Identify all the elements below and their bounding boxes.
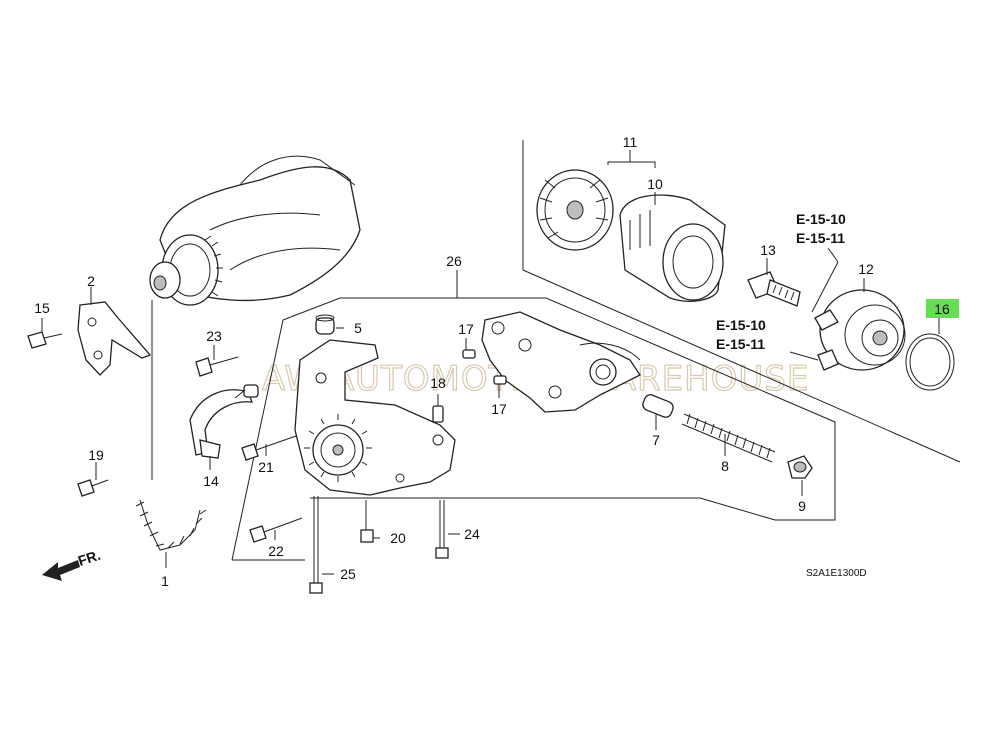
front-arrow: FR. (42, 547, 102, 581)
label-20: 20 (390, 530, 406, 546)
oil-pump-body (294, 339, 456, 496)
label-11: 11 (623, 134, 638, 150)
collar-5 (315, 314, 335, 335)
o-ring-16 (905, 333, 955, 391)
label-9: 9 (798, 498, 806, 514)
oil-filter-10 (619, 194, 726, 302)
label-18: 18 (430, 375, 446, 391)
bolt-23 (195, 356, 239, 377)
bracket-part (27, 301, 152, 376)
label-1: 1 (161, 573, 169, 589)
chain-guide-part (189, 384, 259, 459)
label-7: 7 (652, 432, 660, 448)
label-13: 13 (760, 242, 776, 258)
chain-part (135, 499, 207, 551)
drawing-code: S2A1E1300D (806, 568, 867, 579)
bolt-22 (249, 517, 303, 543)
pin-17-b (493, 375, 507, 385)
spring-8 (681, 413, 776, 463)
label-23: 23 (206, 328, 222, 344)
label-14: 14 (203, 473, 219, 489)
plug-9 (787, 455, 813, 479)
label-10: 10 (647, 176, 663, 192)
label-15: 15 (34, 300, 50, 316)
filter-housing (481, 311, 641, 413)
label-22: 22 (268, 543, 284, 559)
label-19: 19 (88, 447, 104, 463)
label-17-b: 17 (491, 401, 507, 417)
dowel-18 (432, 405, 444, 423)
filter-wrench-11 (536, 169, 614, 251)
part-labels: 1 2 5 7 8 9 10 11 12 13 14 15 16 17 17 1… (34, 134, 959, 589)
oil-cooler-12 (814, 289, 906, 371)
label-8: 8 (721, 458, 729, 474)
ref-e-15-10-bottom: E-15-10 (716, 317, 766, 333)
relief-valve-7 (642, 394, 674, 418)
front-arrow-label: FR. (76, 547, 102, 569)
ref-e-15-11-top: E-15-11 (796, 230, 845, 246)
label-16: 16 (934, 301, 950, 317)
highlight-box (926, 299, 959, 318)
bolt-19 (77, 479, 109, 497)
leader-lines (41, 150, 940, 575)
label-26: 26 (446, 253, 462, 269)
ref-e-15-11-bottom: E-15-11 (716, 336, 765, 352)
label-24: 24 (464, 526, 480, 542)
threaded-joint-13 (747, 271, 801, 307)
label-5: 5 (354, 320, 362, 336)
label-17-a: 17 (458, 321, 474, 337)
label-21: 21 (258, 459, 274, 475)
bolt-21 (241, 435, 297, 461)
bolt-20 (360, 500, 374, 543)
label-2: 2 (87, 273, 95, 289)
crankshaft-illustration (149, 155, 361, 306)
bolt-25 (309, 496, 323, 594)
reference-codes: E-15-10 E-15-11 E-15-10 E-15-11 (716, 211, 846, 352)
ref-e-15-10-top: E-15-10 (796, 211, 846, 227)
front-arrow-icon (42, 560, 80, 581)
frame-lines (151, 140, 961, 561)
label-12: 12 (858, 261, 874, 277)
pin-17-a (462, 349, 476, 359)
label-25: 25 (340, 566, 356, 582)
bolt-24 (435, 500, 449, 559)
